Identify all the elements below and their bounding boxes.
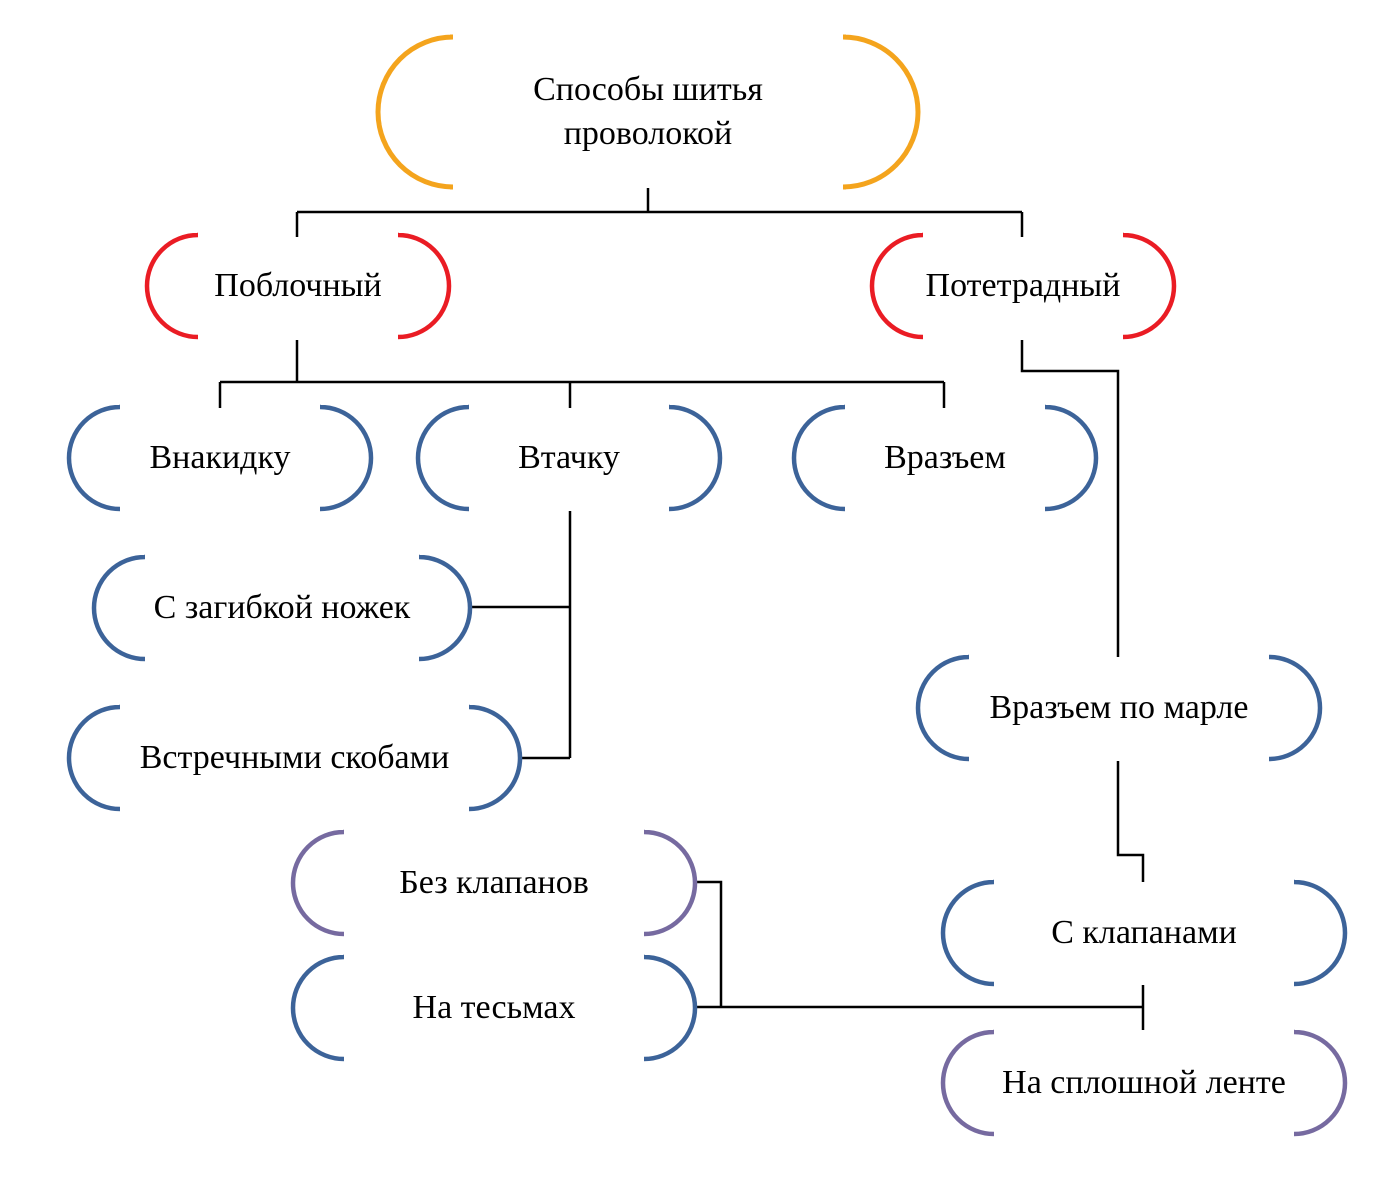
node-label-s-zagibkoy-nozhek: С загибкой ножек bbox=[153, 589, 411, 626]
node-label-na-sploshnoy-lente: На сплошной ленте bbox=[1002, 1064, 1286, 1101]
bracket-right-vtachku bbox=[668, 404, 723, 512]
bracket-left-vstrechnymi bbox=[66, 704, 121, 812]
bracket-right-poblochny bbox=[397, 232, 452, 340]
bracket-left-vrazem-po-marle bbox=[915, 654, 970, 762]
node-sposoby-shitya: Способы шитья проволокой bbox=[378, 37, 918, 187]
node-label-vtachku: Втачку bbox=[518, 439, 620, 476]
bracket-right-na-tesmakh bbox=[643, 954, 698, 1062]
bracket-right-vrazem-po-marle bbox=[1268, 654, 1323, 762]
node-label-vrazem-po-marle: Вразъем по марле bbox=[989, 689, 1249, 726]
bracket-left-poblochny bbox=[144, 232, 199, 340]
bracket-left-bez-klapanov bbox=[290, 829, 345, 937]
node-label-na-tesmakh: На тесьмах bbox=[412, 989, 576, 1026]
node-vrazem: Вразъем bbox=[794, 407, 1096, 509]
bracket-right-na-sploshnoy bbox=[1293, 1029, 1348, 1137]
bracket-left-vtachku bbox=[415, 404, 470, 512]
node-brackets bbox=[66, 34, 1348, 1137]
bracket-right-s-klapanami bbox=[1293, 879, 1348, 987]
node-s-zagibkoy-nozhek: С загибкой ножек bbox=[94, 557, 470, 659]
bracket-left-vrazem bbox=[791, 404, 846, 512]
node-potetradny: Потетрадный bbox=[872, 235, 1174, 337]
bracket-left-s-klapanami bbox=[940, 879, 995, 987]
bracket-left-na-tesmakh bbox=[290, 954, 345, 1062]
node-vnakidku: Внакидку bbox=[69, 407, 371, 509]
bracket-right-potetradny bbox=[1122, 232, 1177, 340]
node-na-tesmakh: На тесьмах bbox=[293, 957, 695, 1059]
node-label-vstrechnymi-skobami: Встречными скобами bbox=[139, 739, 450, 776]
connector-potetradny-path bbox=[1020, 340, 1120, 657]
node-s-klapanami: С клапанами bbox=[943, 882, 1345, 984]
connector-marle-path bbox=[1116, 761, 1145, 882]
bracket-left-root bbox=[375, 34, 454, 190]
bracket-right-root bbox=[842, 34, 921, 190]
node-vstrechnymi-skobami: Встречными скобами bbox=[69, 707, 520, 809]
node-bez-klapanov: Без клапанов bbox=[293, 832, 695, 934]
bracket-left-na-sploshnoy bbox=[940, 1029, 995, 1137]
connector-bez-klapanov-path bbox=[697, 880, 723, 1007]
bracket-right-vnakidku bbox=[319, 404, 374, 512]
connector-lines bbox=[218, 188, 1145, 1030]
node-label-vrazem: Вразъем bbox=[884, 439, 1006, 476]
bracket-right-bez-klapanov bbox=[643, 829, 698, 937]
node-poblochny: Поблочный bbox=[147, 235, 449, 337]
node-label-sposoby-shitya: Способы шитья проволокой bbox=[533, 71, 763, 152]
node-vtachku: Втачку bbox=[418, 407, 720, 509]
bracket-left-s-zagibkoy bbox=[91, 554, 146, 662]
node-label-vnakidku: Внакидку bbox=[149, 439, 291, 476]
bracket-left-vnakidku bbox=[66, 404, 121, 512]
bracket-right-vrazem bbox=[1044, 404, 1099, 512]
node-na-sploshnoy-lente: На сплошной ленте bbox=[943, 1032, 1345, 1134]
bracket-right-vstrechnymi bbox=[468, 704, 523, 812]
bracket-right-s-zagibkoy bbox=[418, 554, 473, 662]
node-vrazem-po-marle: Вразъем по марле bbox=[918, 657, 1320, 759]
bracket-left-potetradny bbox=[869, 232, 924, 340]
node-label-poblochny: Поблочный bbox=[214, 267, 382, 304]
node-label-bez-klapanov: Без клапанов bbox=[399, 864, 589, 901]
node-label-potetradny: Потетрадный bbox=[925, 267, 1121, 304]
node-label-s-klapanami: С клапанами bbox=[1051, 914, 1237, 951]
